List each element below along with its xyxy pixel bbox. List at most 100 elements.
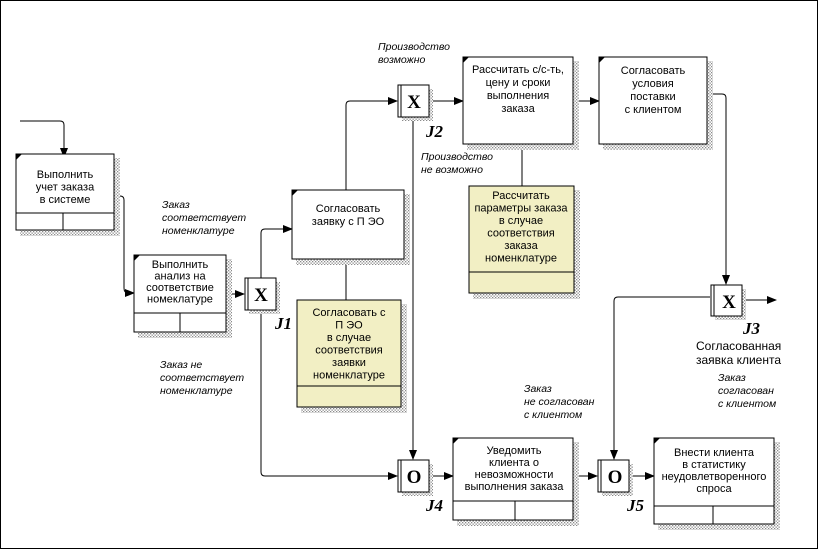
j1-type: X	[254, 285, 268, 306]
text-line: Выполнить	[37, 169, 94, 181]
text-line: номенклатуре	[162, 225, 235, 237]
text-line: Согласовать	[621, 65, 686, 77]
text-line: в системе	[40, 194, 91, 206]
text-line: Рассчитать с/с-ть,	[472, 64, 564, 76]
text-line: Заказ	[524, 383, 552, 395]
text-line: с клиентом	[718, 398, 776, 410]
junction-j2[interactable]: X J2	[397, 84, 444, 141]
arrow-j1-to-j4	[260, 311, 398, 480]
connector-arrows	[20, 93, 777, 480]
text-line: в статистику	[682, 459, 746, 471]
text-line: с клиентом	[524, 409, 582, 421]
text-line: параметры заказа	[474, 203, 568, 215]
junction-j3[interactable]: X J3	[710, 284, 761, 338]
text-line: спроса	[696, 483, 732, 495]
text-line: в случае	[499, 215, 543, 227]
text-line: Внести клиента	[674, 447, 755, 459]
text-line: согласован	[718, 385, 774, 397]
text-line: Согласованная	[696, 339, 781, 353]
text-line: неудовлетворенного	[662, 471, 767, 483]
junction-j1[interactable]: X J1	[244, 277, 292, 333]
text-line: Заказ не	[160, 359, 202, 371]
text-line: клиента о	[489, 457, 539, 469]
text-line: выполнения	[487, 90, 549, 102]
text-line: Производство	[421, 151, 493, 163]
text-line: соответствие	[146, 282, 214, 294]
j2-type: X	[407, 92, 421, 113]
arrow-request-to-b1	[20, 120, 68, 158]
j3-name: J3	[742, 319, 761, 338]
text-line: П ЭО	[335, 320, 363, 332]
arrow-b3-to-j2	[345, 97, 398, 207]
text-line: соответствует	[162, 212, 246, 224]
text-line: Согласовать с	[312, 307, 386, 319]
text-line: заявку с П ЭО	[312, 216, 385, 228]
text-line: Выполнить	[152, 259, 209, 271]
text-line: Уведомить	[487, 445, 542, 457]
text-line: Производство	[378, 41, 450, 53]
text-line: соответствует	[160, 372, 244, 384]
j4-type: O	[407, 467, 422, 488]
text-line: в случае	[327, 332, 371, 344]
text-line: не возможно	[421, 164, 483, 176]
text-line: условия	[632, 78, 674, 90]
text-line: Согласовать	[316, 203, 381, 215]
arrow-b5-to-j3	[707, 93, 730, 285]
j5-name: J5	[626, 496, 645, 515]
j5-type: O	[608, 467, 623, 488]
text-line: Заказ	[718, 372, 746, 384]
text-line: номенклатуре	[313, 370, 385, 382]
j4-name: J4	[425, 496, 443, 515]
text-line: выполнения заказа	[465, 481, 565, 493]
text-line: номеклатуре	[147, 294, 213, 306]
text-line: номенклатуре	[485, 253, 557, 265]
junction-j5[interactable]: O J5	[597, 459, 645, 515]
arrow-j1-to-b3	[260, 225, 293, 279]
text-line: заявки	[332, 357, 366, 369]
text-line: соответствия	[315, 345, 383, 357]
text-line: заказа	[504, 240, 538, 252]
j2-name: J2	[425, 122, 444, 141]
text-line: соответствия	[487, 228, 555, 240]
text-line: поставки	[630, 91, 675, 103]
junction-j4[interactable]: O J4	[397, 459, 443, 515]
text-line: заявка клиента	[696, 353, 781, 367]
arrow-b1-to-b2	[114, 195, 135, 297]
text-line: анализ на	[154, 271, 206, 283]
arrow-j3-to-j5	[610, 296, 710, 460]
text-line: не согласован	[524, 396, 595, 408]
text-line: учет заказа	[36, 182, 95, 194]
text-line: цену и сроки	[486, 77, 551, 89]
text-line: с клиентом	[625, 104, 682, 116]
text-line: заказа	[501, 103, 535, 115]
j3-type: X	[722, 292, 736, 313]
j1-name: J1	[274, 314, 292, 333]
text-line: Заказ	[162, 199, 190, 211]
